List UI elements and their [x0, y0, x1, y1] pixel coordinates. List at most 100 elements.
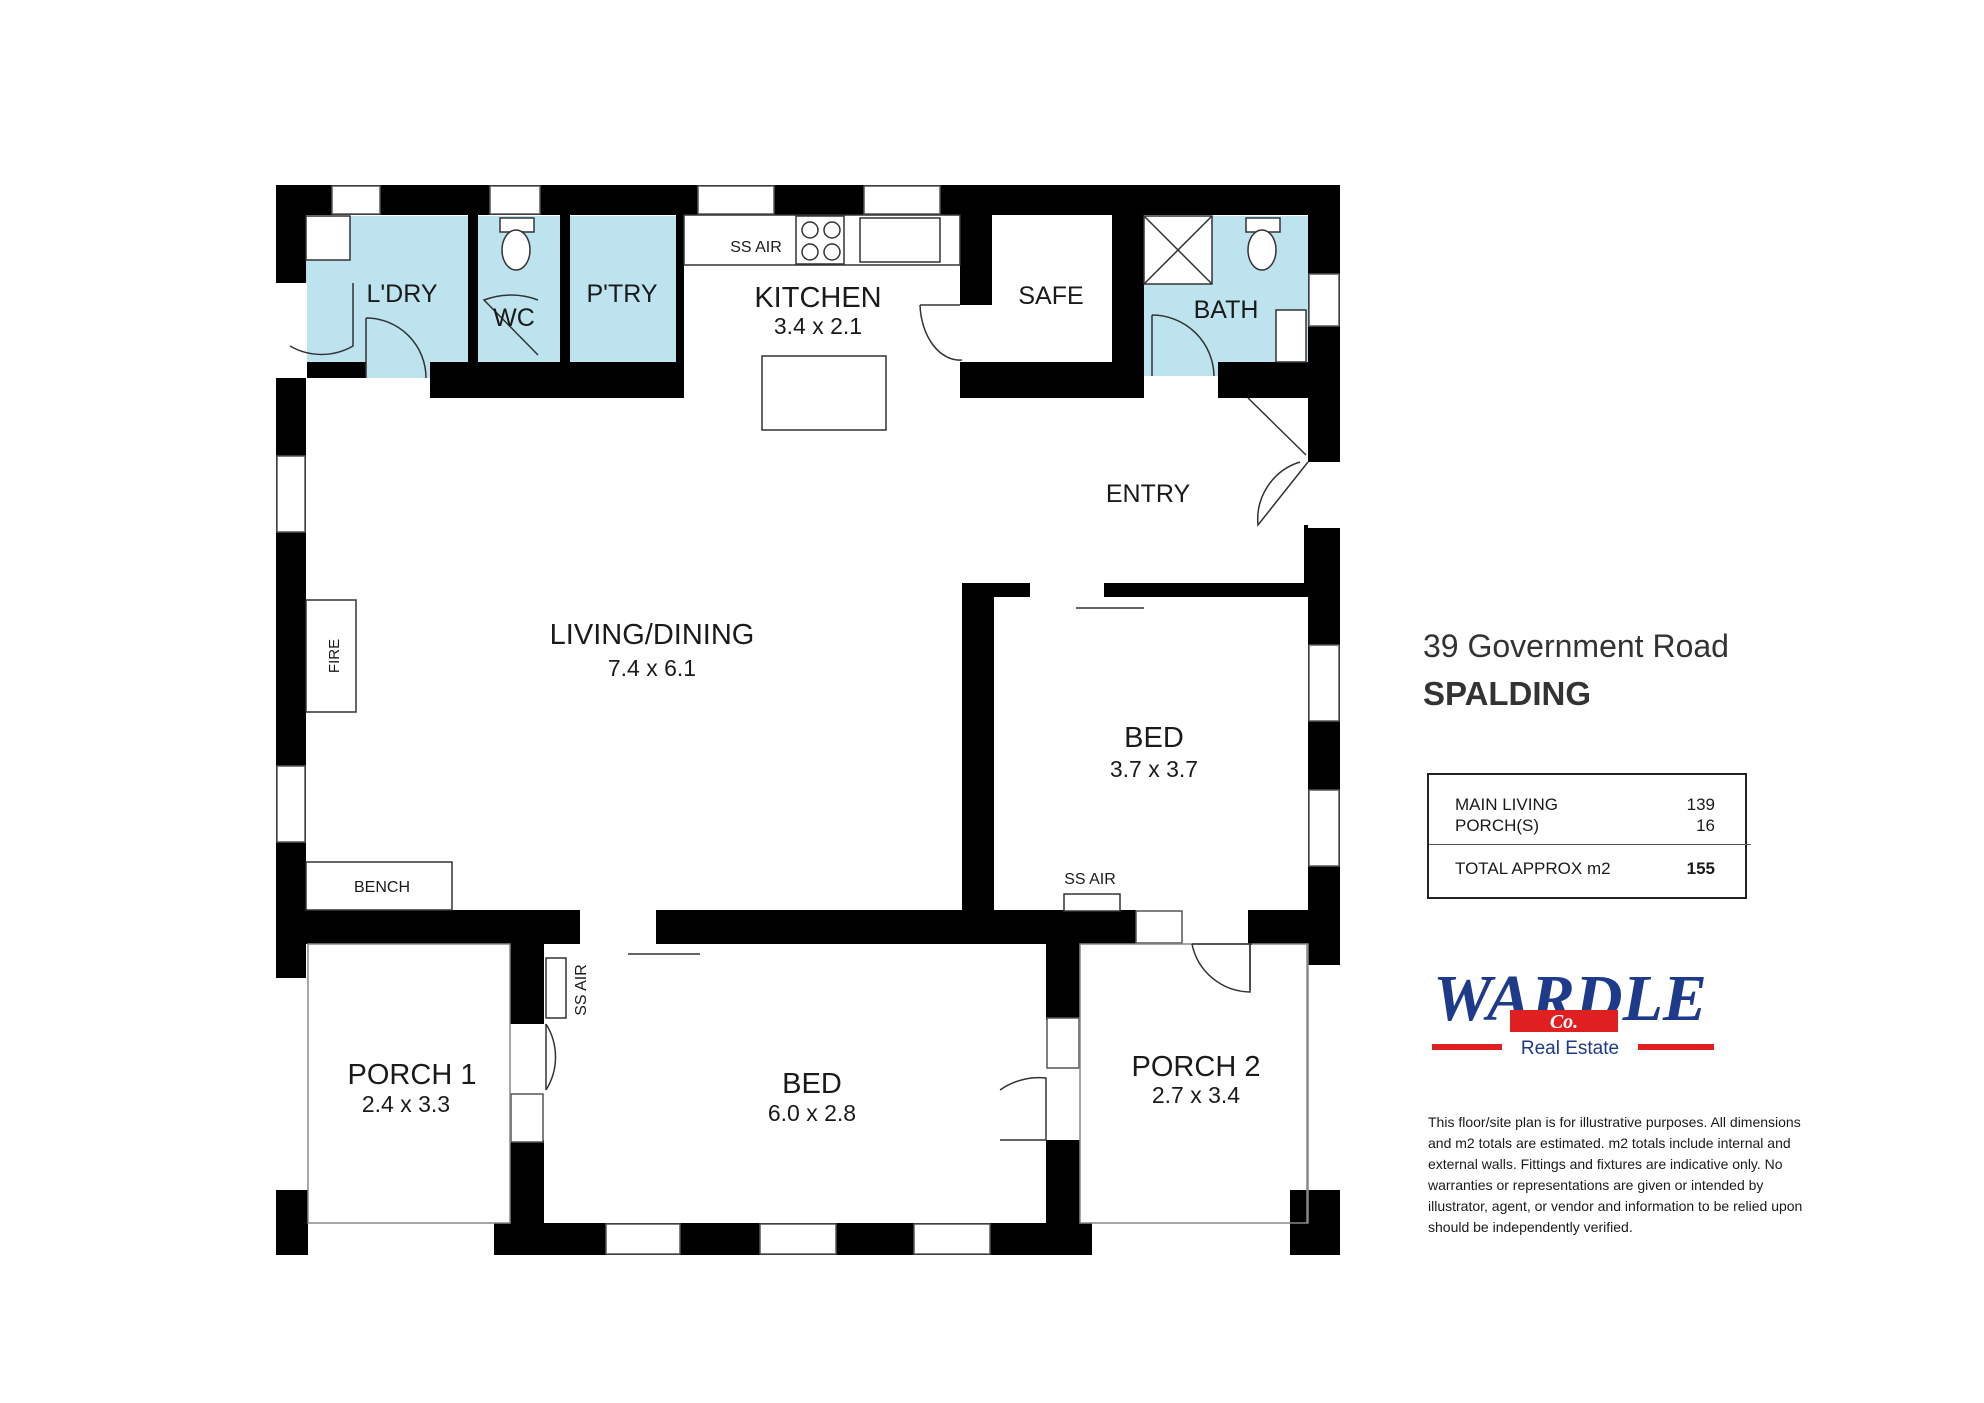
fixture-label-bench: BENCH	[354, 879, 410, 896]
room-label-porch-2: PORCH 2	[1132, 1051, 1261, 1083]
door-laundry-external	[289, 283, 354, 356]
kitchen-sink	[859, 217, 941, 263]
disclaimer: This floor/site plan is for illustrative…	[1428, 1114, 1803, 1235]
bench-fixture	[305, 861, 453, 911]
wall-safe-left	[960, 215, 992, 305]
window-porch2	[1046, 1017, 1080, 1069]
room-label-bath: BATH	[1194, 296, 1259, 324]
window-top-4	[863, 185, 941, 215]
logo-bar-left	[1432, 1044, 1502, 1050]
window-right-1	[1308, 273, 1340, 327]
room-size-living-dining: 7.4 x 6.1	[608, 655, 696, 681]
logo-tagline: Real Estate	[1521, 1038, 1619, 1058]
property-suburb: SPALDING	[1423, 675, 1592, 712]
wall-ptry-right	[676, 215, 684, 398]
opening-laundry-external	[276, 283, 307, 378]
room-size-bed-front: 3.7 x 3.7	[1110, 756, 1198, 782]
ss-air-porch-fixture	[545, 957, 567, 1019]
cooktop-burner-1	[801, 221, 819, 239]
fixture-label-ss-air-kitchen: SS AIR	[730, 239, 782, 256]
area-divider	[1429, 844, 1751, 845]
room-label-bed-rear: BED	[782, 1068, 842, 1100]
wall-porch1-bottom	[494, 1223, 544, 1255]
wall-mid-centre	[656, 910, 1136, 944]
window-top-2	[489, 185, 541, 215]
porch1-outline	[307, 943, 511, 1224]
logo-sub-bg	[1510, 1010, 1618, 1032]
door-porch2	[1191, 943, 1252, 993]
room-label-entry: ENTRY	[1106, 480, 1191, 508]
fire-place	[305, 599, 357, 713]
wc-toilet	[501, 229, 531, 271]
wall-utility-bottom	[430, 362, 684, 398]
window-top-3	[697, 185, 775, 215]
area-label-main-living: MAIN LIVING	[1455, 795, 1558, 814]
window-bottom-1	[605, 1223, 681, 1255]
pantry-fill	[568, 216, 676, 362]
wall-living-bed	[962, 583, 994, 913]
door-safe	[919, 304, 963, 361]
shower-diagonal-2	[1143, 215, 1213, 285]
opening-right-porch	[1308, 965, 1340, 1190]
area-value-main-living: 139	[1686, 795, 1715, 814]
room-label-laundry: L'DRY	[366, 280, 437, 308]
wall-porch2-left	[1046, 944, 1080, 1020]
area-value-total: 155	[1686, 859, 1715, 878]
fixtures	[305, 214, 1307, 1019]
door-entry-corner	[1247, 397, 1307, 456]
wall-mid-right	[1248, 910, 1308, 944]
wall-entry-right	[1304, 525, 1340, 590]
wall-utility-left	[306, 362, 366, 378]
wall-safe-right	[1112, 215, 1144, 398]
area-row-total: TOTAL APPROX m2 155	[1455, 859, 1715, 879]
wall-entry-bed-2	[1104, 583, 1308, 597]
room-label-living-dining: LIVING/DINING	[550, 619, 755, 651]
area-value-porch: 16	[1696, 816, 1715, 835]
wall-wc-ptry	[560, 215, 570, 365]
room-size-kitchen: 3.4 x 2.1	[774, 313, 862, 339]
room-label-bed-front: BED	[1124, 722, 1184, 754]
laundry-tub	[305, 215, 351, 261]
door-bed-porch2	[999, 1076, 1047, 1141]
wall-top	[276, 185, 1340, 215]
logo-sub: Co.	[1550, 1011, 1578, 1033]
wall-mid-left	[306, 910, 580, 944]
window-bottom-2	[759, 1223, 837, 1255]
wall-bath-bottom	[1218, 362, 1308, 398]
fixture-labels: SS AIR SS AIR FIRE BENCH SS AIR	[326, 239, 1116, 1016]
ss-air-bed-fixture	[1063, 893, 1121, 912]
room-label-kitchen: KITCHEN	[754, 282, 881, 314]
fixture-label-ss-air-porch: SS AIR	[573, 964, 590, 1016]
window-left-2	[276, 765, 306, 843]
fixture-label-fire: FIRE	[326, 639, 343, 673]
post-porch1-left	[276, 1190, 308, 1255]
property-address: 39 Government Road	[1423, 628, 1729, 664]
area-label-total: TOTAL APPROX m2	[1455, 859, 1611, 878]
bath-toilet	[1247, 229, 1277, 271]
area-row-main-living: MAIN LIVING 139	[1455, 795, 1715, 815]
room-label-pantry: P'TRY	[587, 280, 658, 308]
room-size-bed-rear: 6.0 x 2.8	[768, 1100, 856, 1126]
door-porch1	[545, 1023, 557, 1091]
room-label-porch-1: PORCH 1	[348, 1059, 477, 1091]
wall-ldry-wc	[468, 215, 478, 365]
wardle-logo: WARDLE Co. Real Estate	[1432, 962, 1714, 1058]
room-label-safe: SAFE	[1018, 282, 1083, 310]
wall-porch2-left-lower	[1046, 1140, 1080, 1255]
cooktop-burner-4	[823, 243, 841, 261]
door-entry	[1256, 461, 1309, 527]
window-left-1	[276, 455, 306, 533]
wall-porch1-right	[510, 944, 544, 1024]
room-size-porch-2: 2.7 x 3.4	[1152, 1082, 1240, 1108]
wall-safe-bottom	[960, 362, 1118, 398]
opening-entry-door	[1308, 462, 1341, 528]
cooktop-burner-3	[801, 243, 819, 261]
area-row-porch: PORCH(S) 16	[1455, 816, 1715, 836]
room-label-wc: WC	[493, 304, 535, 332]
area-table: MAIN LIVING 139 PORCH(S) 16 TOTAL APPROX…	[1427, 773, 1751, 899]
fixture-label-ss-air-bed: SS AIR	[1064, 871, 1116, 888]
door-bath	[1151, 314, 1215, 377]
kitchen-island	[761, 355, 887, 431]
room-size-porch-1: 2.4 x 3.3	[362, 1091, 450, 1117]
door-wc	[482, 294, 539, 356]
